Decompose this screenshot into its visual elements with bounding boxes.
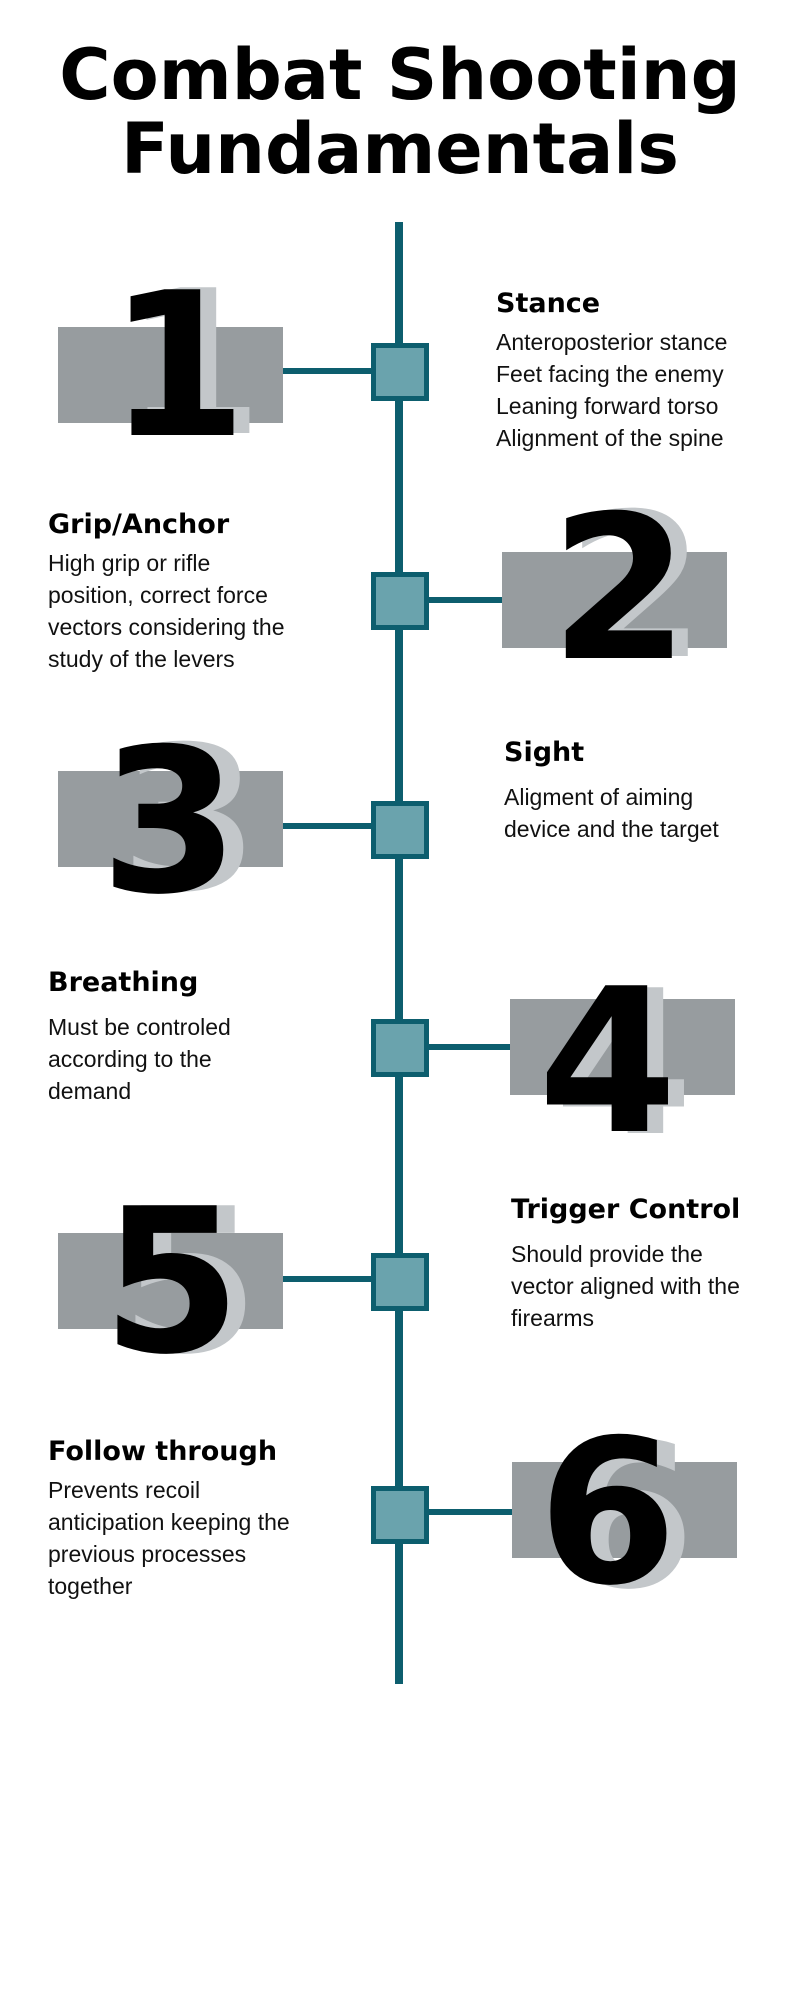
number-bar [58,1233,283,1329]
step-title-5: Trigger Control [511,1194,741,1225]
step-text-6: Prevents recoil anticipation keeping the… [48,1477,290,1599]
step-text-3: Aligment of aiming device and the target [504,784,719,842]
timeline-node-2 [371,572,429,630]
step-title-2: Grip/Anchor [48,509,230,540]
step-number-6: 6 [538,1397,678,1630]
step-title-6: Follow through [48,1436,278,1467]
connector-6 [398,1509,516,1515]
number-bar [58,771,283,867]
step-title-4: Breathing [48,967,199,998]
number-bar [58,327,283,423]
step-title-1: Stance [496,288,601,319]
connector-1 [280,368,398,374]
number-shadow: 6 [556,1401,696,1634]
step-text-4: Must be controled according to the deman… [48,1014,231,1104]
step-number-5: 5 [102,1166,242,1399]
number-block-5: 5 5 [58,1183,283,1383]
title-line-1: Combat Shooting [59,34,741,116]
number-block-6: 6 6 [512,1414,737,1618]
page-title: Combat Shooting Fundamentals [0,38,800,186]
connector-4 [398,1044,514,1050]
step-number-1: 1 [108,250,248,483]
connector-2 [398,597,508,603]
timeline-node-4 [371,1019,429,1077]
number-shadow: 2 [566,471,706,704]
connector-3 [280,823,398,829]
timeline-node-5 [371,1253,429,1311]
step-number-2: 2 [550,473,690,706]
number-shadow: 1 [124,248,264,481]
timeline-node-6 [371,1486,429,1544]
number-bar [502,552,727,648]
step-number-4: 4 [538,946,678,1179]
number-shadow: 3 [120,704,260,937]
number-shadow: 4 [554,948,694,1181]
number-bar [510,999,735,1095]
step-title-3: Sight [504,737,585,768]
step-number-3: 3 [100,706,240,939]
number-block-3: 3 3 [58,721,283,923]
number-block-1: 1 1 [58,265,283,467]
connector-5 [280,1276,398,1282]
step-text-2: High grip or rifle position, correct for… [48,550,285,672]
step-text-5: Should provide the vector aligned with t… [511,1241,740,1331]
timeline-node-3 [371,801,429,859]
timeline-line [395,222,403,1684]
step-text-1: Anteroposterior stance Feet facing the e… [496,329,728,451]
number-block-4: 4 4 [510,963,735,1165]
timeline-node-1 [371,343,429,401]
number-shadow: 5 [120,1166,260,1399]
number-bar [512,1462,737,1558]
number-block-2: 2 2 [502,488,727,690]
title-line-2: Fundamentals [121,108,679,190]
